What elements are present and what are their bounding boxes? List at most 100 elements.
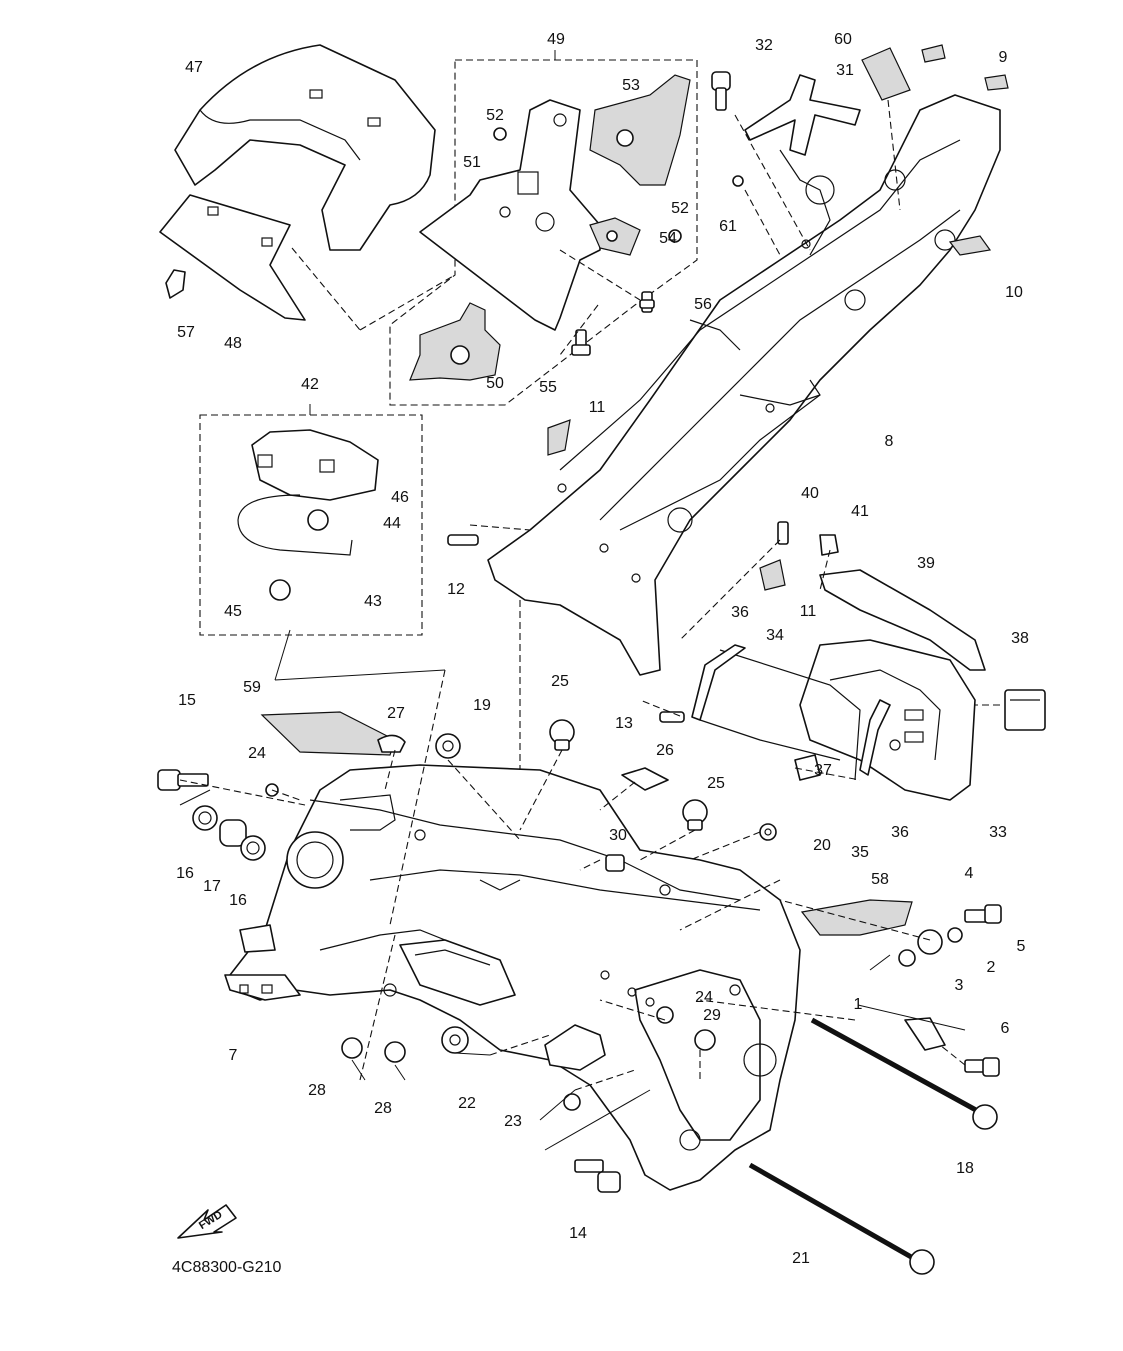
- label-11b: [759, 559, 786, 591]
- callout-24b: 24: [695, 989, 713, 1006]
- callout-56: 56: [694, 296, 712, 313]
- callout-40: 40: [801, 485, 819, 502]
- callout-44: 44: [383, 515, 401, 532]
- washer-5: [947, 927, 963, 943]
- callout-4: 4: [965, 865, 974, 882]
- label-9: [921, 44, 1009, 91]
- callout-52b: 52: [671, 200, 689, 217]
- callout-11b: 11: [800, 603, 817, 620]
- callout-25b: 25: [707, 775, 725, 792]
- bolt-6: [964, 1057, 1000, 1077]
- washer-20: [759, 823, 777, 841]
- collar-16a: [192, 805, 218, 831]
- washer-52b: [668, 229, 682, 243]
- washer-61: [732, 175, 744, 187]
- callout-37: 37: [814, 762, 832, 779]
- bracket-48: [159, 194, 306, 321]
- callout-12: 12: [447, 581, 465, 598]
- plate-31: [744, 74, 861, 156]
- callout-53: 53: [622, 77, 640, 94]
- callout-48: 48: [224, 335, 242, 352]
- plate-53: [589, 74, 691, 186]
- callout-54: 54: [659, 230, 677, 247]
- fwd-arrow-icon: FWD: [177, 1204, 237, 1239]
- callout-61: 61: [719, 218, 737, 235]
- callout-55: 55: [539, 379, 557, 396]
- callout-29: 29: [703, 1007, 721, 1024]
- clip-41: [819, 534, 839, 556]
- panel-58: [800, 899, 913, 936]
- bracket-26: [621, 767, 669, 791]
- callout-34: 34: [766, 627, 784, 644]
- callout-60: 60: [834, 31, 852, 48]
- bolt-32: [711, 71, 731, 111]
- leader-lines: [179, 54, 1000, 1151]
- callout-35: 35: [851, 844, 869, 861]
- callout-8: 8: [885, 433, 894, 450]
- lock-plate-46: [251, 429, 379, 501]
- callout-19: 19: [473, 697, 491, 714]
- plug-30: [605, 854, 625, 872]
- callout-28a: 28: [308, 1082, 326, 1099]
- band-36a: [691, 644, 746, 721]
- relay-38: [1004, 689, 1046, 731]
- collar-16b: [240, 835, 266, 861]
- bolt-12: [447, 534, 479, 546]
- nut-28a: [341, 1037, 363, 1059]
- shaft-18: [810, 1017, 998, 1130]
- diagram-code: 4C88300-G210: [172, 1259, 282, 1276]
- bolt-40: [777, 521, 789, 545]
- callout-31: 31: [836, 62, 854, 79]
- label-10: [948, 235, 992, 256]
- callout-18: 18: [956, 1160, 974, 1177]
- callout-28b: 28: [374, 1100, 392, 1117]
- callout-7: 7: [229, 1047, 238, 1064]
- callout-50: 50: [486, 375, 504, 392]
- callout-41: 41: [851, 503, 869, 520]
- callout-58: 58: [871, 871, 889, 888]
- lock-bracket-51: [419, 99, 601, 331]
- callout-3: 3: [955, 977, 964, 994]
- callout-47: 47: [185, 59, 203, 76]
- callout-labels: 1 2 3 4 5 6 7 8 9 10 11 11 12 13 14 15 1…: [176, 31, 1029, 1267]
- plug-25a: [549, 719, 575, 751]
- band-34: [699, 649, 861, 781]
- plate-50: [409, 302, 501, 381]
- callout-59: 59: [243, 679, 261, 696]
- collar-2: [917, 929, 943, 955]
- callout-17: 17: [203, 878, 221, 895]
- shaft-21: [748, 1162, 935, 1275]
- clamp-45: [269, 579, 291, 601]
- bolt-14: [574, 1159, 621, 1193]
- clip-57: [165, 269, 186, 299]
- callout-36b: 36: [891, 824, 909, 841]
- callout-36a: 36: [731, 604, 749, 621]
- callout-51: 51: [463, 154, 481, 171]
- nut-28b: [384, 1041, 406, 1063]
- nut-19: [435, 733, 461, 759]
- callout-25a: 25: [551, 673, 569, 690]
- callout-43: 43: [364, 593, 382, 610]
- bolt-55: [571, 329, 591, 356]
- callout-42: 42: [301, 376, 319, 393]
- grommet-44: [307, 509, 329, 531]
- callout-26: 26: [656, 742, 674, 759]
- clip-37: [794, 754, 821, 781]
- callout-6: 6: [1001, 1020, 1010, 1037]
- callout-46: 46: [391, 489, 409, 506]
- cap-27: [377, 734, 406, 753]
- bolt-13: [659, 711, 685, 723]
- nut-22: [441, 1026, 469, 1054]
- bracket-1: [904, 1017, 946, 1051]
- callout-33: 33: [989, 824, 1007, 841]
- cable-43: [237, 494, 353, 556]
- callout-32: 32: [755, 37, 773, 54]
- callout-22: 22: [458, 1095, 476, 1112]
- washer-3: [898, 949, 916, 967]
- plug-29: [694, 1029, 716, 1051]
- label-60: [861, 47, 911, 101]
- callout-49: 49: [547, 31, 565, 48]
- callout-5: 5: [1017, 938, 1026, 955]
- callout-14: 14: [569, 1225, 587, 1242]
